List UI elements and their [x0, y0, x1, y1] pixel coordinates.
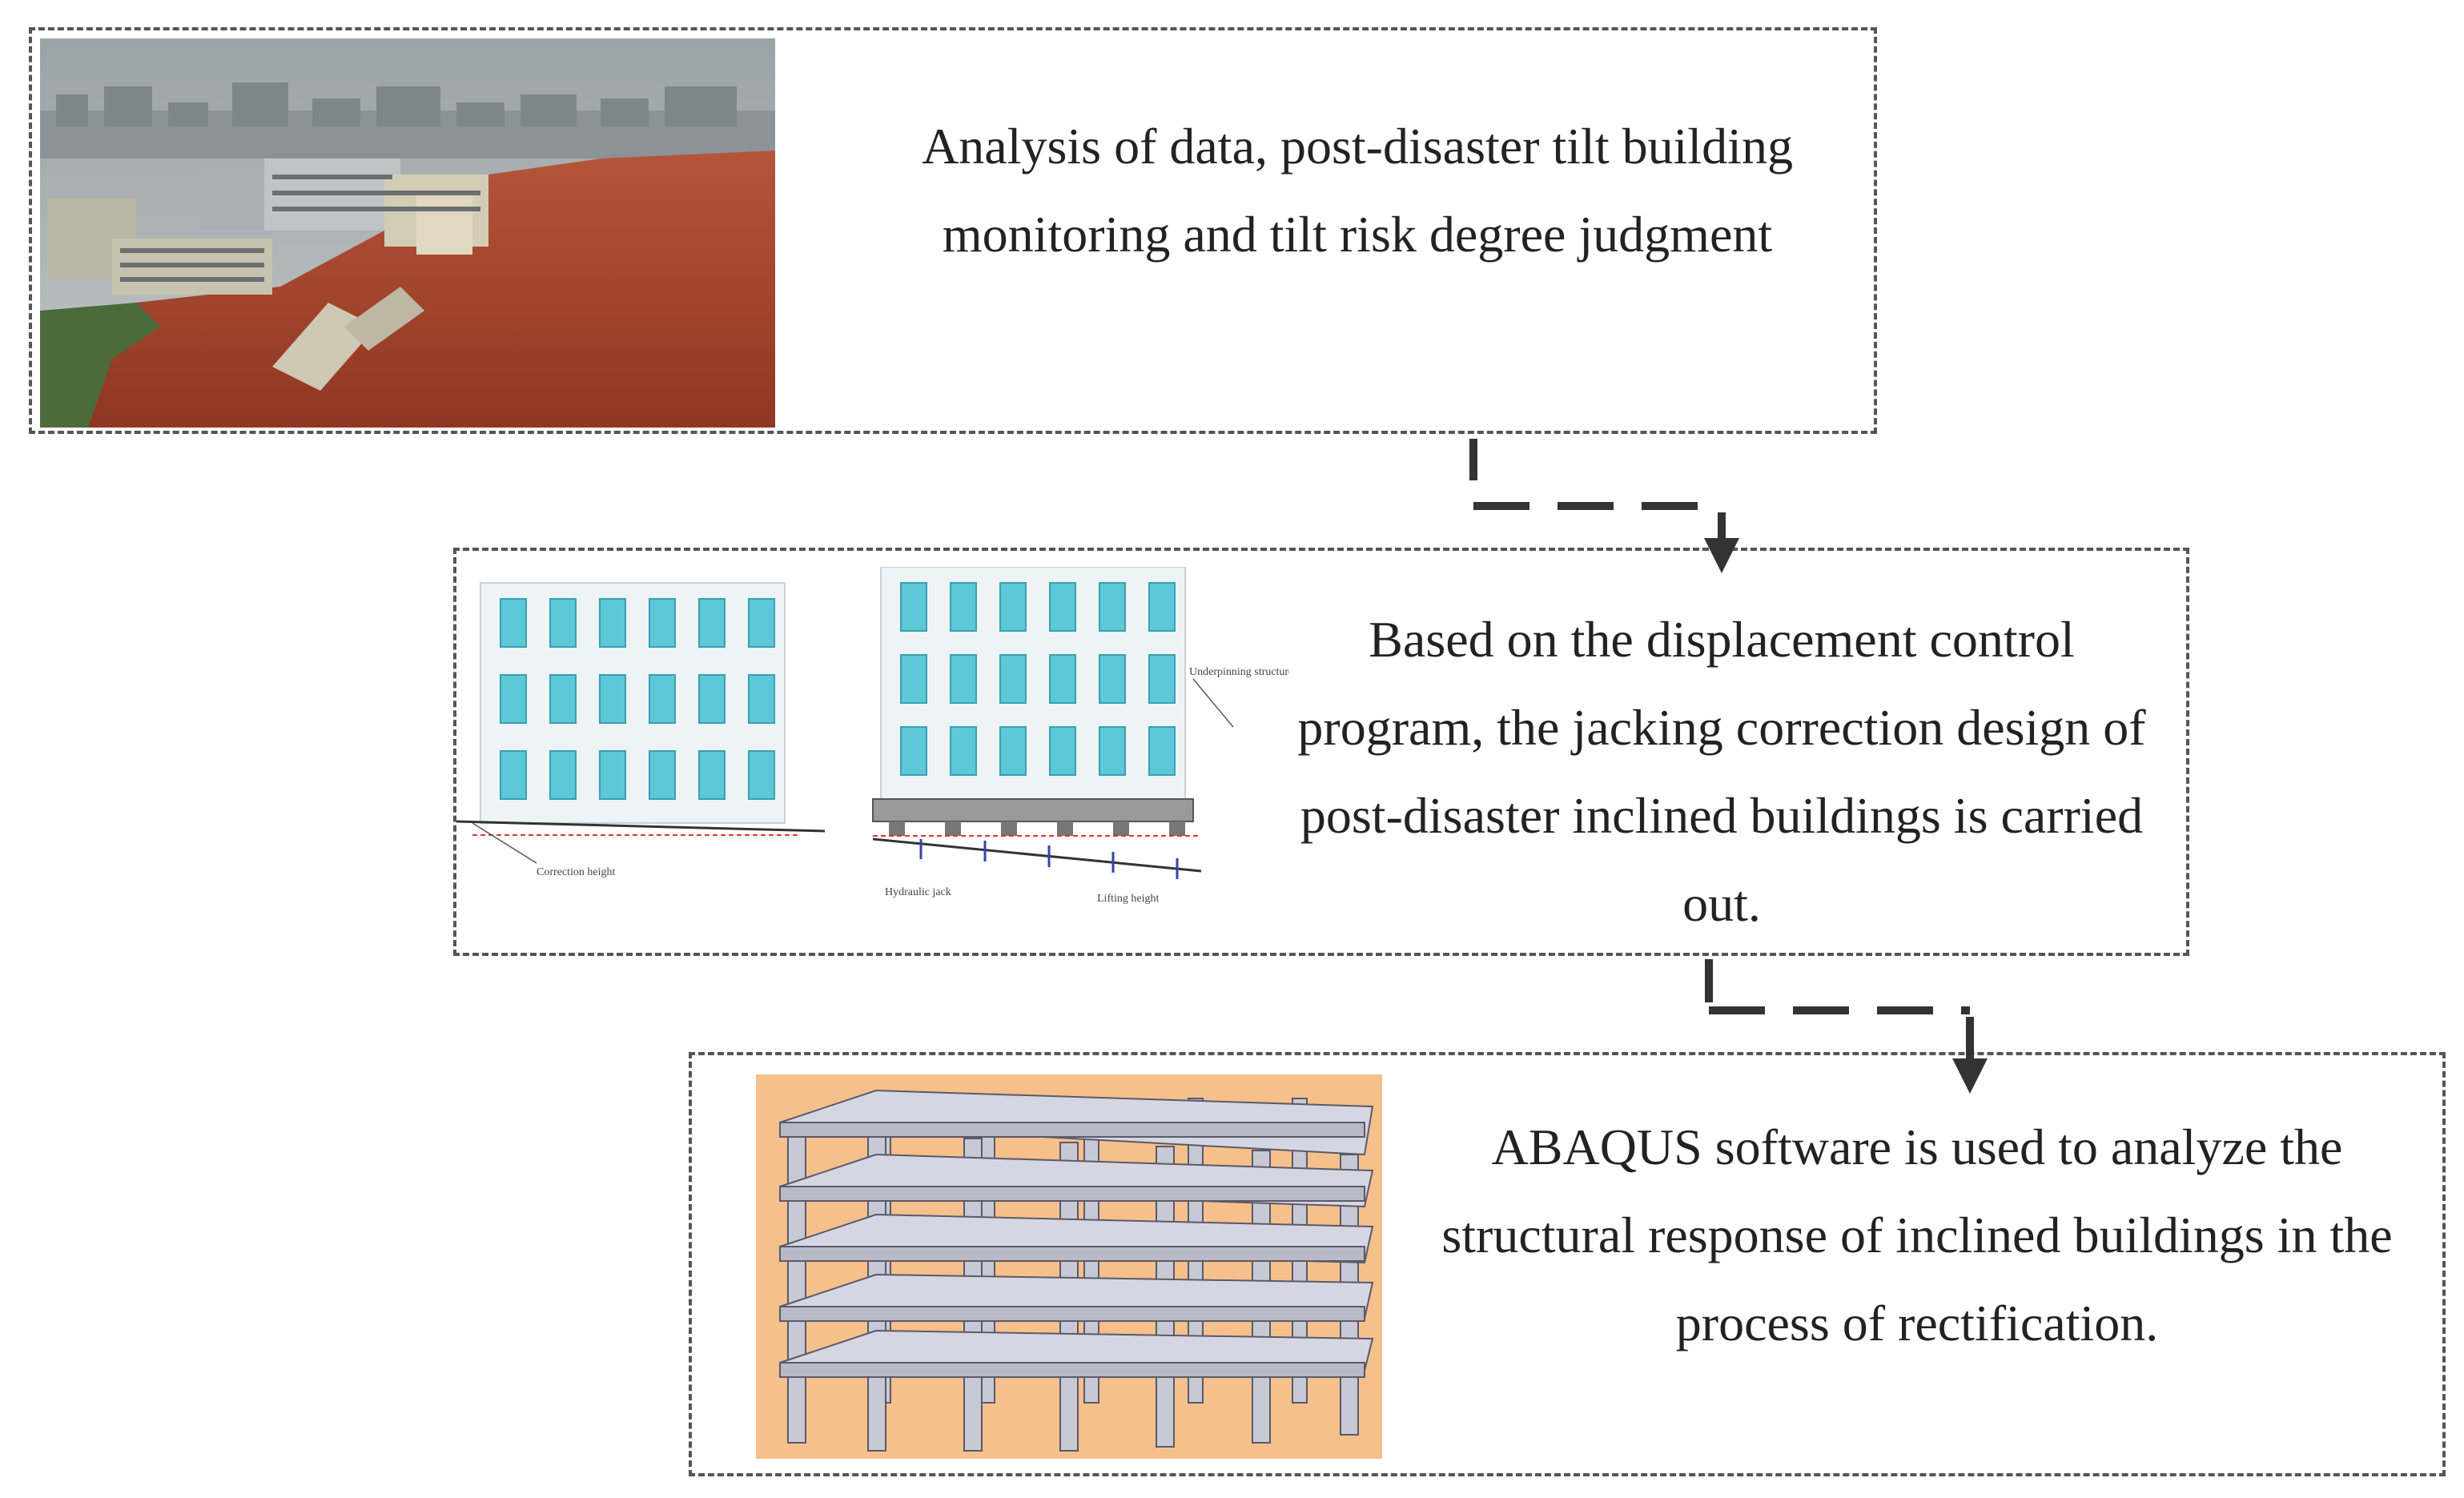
step-1-text: Analysis of data, post-disaster tilt bui… [922, 118, 1793, 263]
hydraulic-jack-label: Hydraulic jack [885, 886, 951, 898]
step-3-text: ABAQUS software is used to analyze the s… [1441, 1118, 2393, 1351]
jacking-correction-drawing: Correction height [440, 567, 1289, 919]
arrow-2-head-icon [1952, 1058, 1988, 1094]
step-1-box: Analysis of data, post-disaster tilt bui… [29, 27, 1877, 434]
correction-height-label: Correction height [537, 866, 615, 878]
step-2-box: Correction height [453, 548, 2189, 956]
landslide-photo [40, 38, 775, 428]
step-3-box: ABAQUS software is used to analyze the s… [689, 1052, 2446, 1476]
arrow-1-head-icon [1704, 538, 1739, 573]
underpinning-structure-label: Underpinning structure [1189, 666, 1289, 678]
step-2-text: Based on the displacement control progra… [1297, 611, 2146, 932]
lifting-height-label: Lifting height [1097, 893, 1159, 905]
abaqus-frame-model [756, 1074, 1382, 1459]
